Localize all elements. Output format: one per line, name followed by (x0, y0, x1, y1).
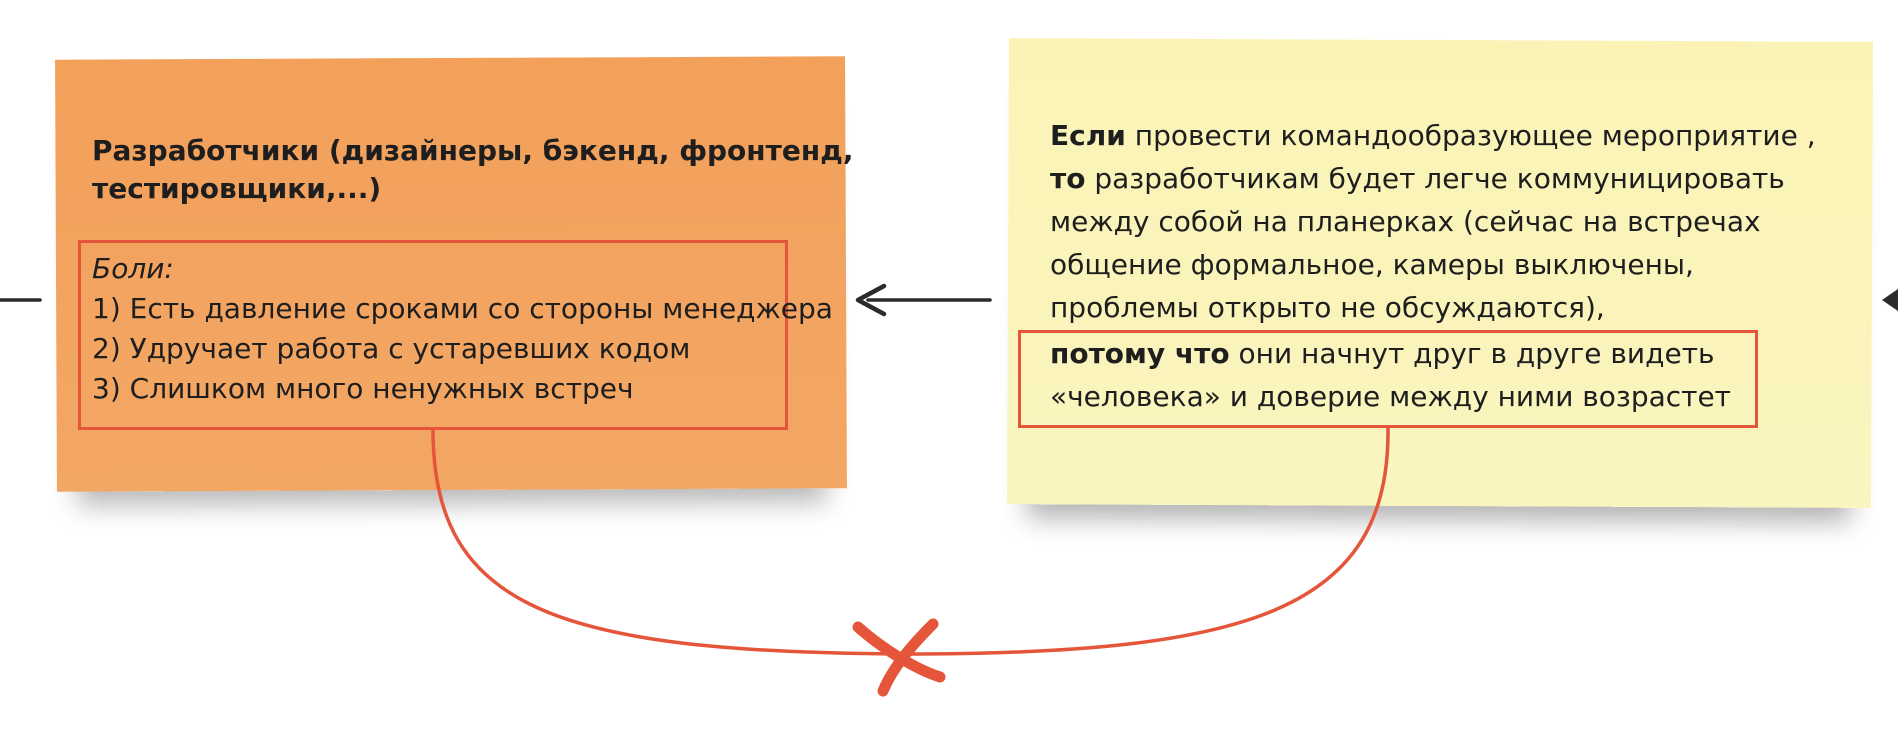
hypothesis-line-because: потому что они начнут друг в друге видет… (1050, 333, 1715, 375)
pain-item: 2) Удручает работа с устаревших кодом (92, 332, 691, 365)
pain-item: 1) Есть давление сроками со стороны мене… (92, 292, 833, 325)
developers-title-line1: Разработчики (дизайнеры, бэкенд, фронтен… (92, 134, 854, 167)
keyword-then: то (1050, 162, 1086, 195)
keyword-because: потому что (1050, 337, 1230, 370)
broken-link-curve[interactable] (431, 426, 1390, 656)
arrow-head-icon (855, 283, 887, 317)
hypothesis-line-then: то разработчикам будет легче коммунициро… (1050, 158, 1785, 200)
hypothesis-line: между собой на планерках (сейчас на встр… (1050, 205, 1761, 238)
pains-heading: Боли: (92, 252, 174, 285)
hypothesis-then-text: разработчикам будет легче коммуницироват… (1085, 162, 1785, 195)
right-edge-arrow-head-icon (1882, 289, 1898, 311)
hypothesis-line: проблемы открыто не обсуждаются), (1050, 291, 1605, 324)
cross-mark-icon-stroke (877, 618, 939, 697)
hypothesis-line-if: Если провести командообразующее мероприя… (1050, 115, 1816, 157)
developers-title-line2: тестировщики,...) (92, 172, 382, 205)
hypothesis-because-text: они начнут друг в друге видеть (1229, 337, 1715, 370)
keyword-if: Если (1050, 119, 1126, 152)
pain-item: 3) Слишком много ненужных встреч (92, 372, 634, 405)
cross-mark-icon (852, 621, 946, 683)
hypothesis-if-text: провести командообразующее мероприятие , (1125, 119, 1816, 152)
hypothesis-line: «человека» и доверие между ними возрасте… (1050, 380, 1731, 413)
hypothesis-line: общение формальное, камеры выключены, (1050, 248, 1694, 281)
